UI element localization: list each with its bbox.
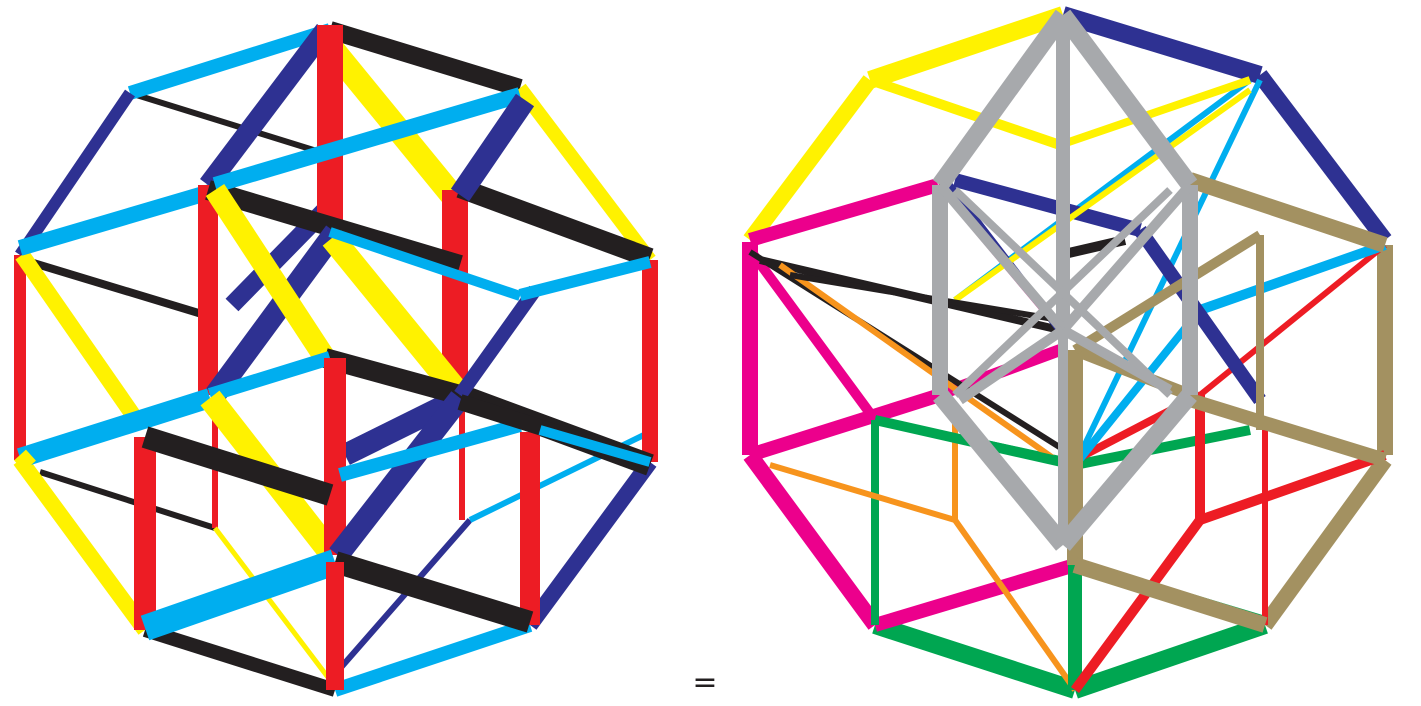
right-edge-khaki bbox=[1075, 565, 1265, 625]
right-edge-navy bbox=[1140, 230, 1260, 400]
left-edge-cyan bbox=[145, 562, 335, 628]
left-edge-yellow bbox=[20, 455, 30, 466]
left-edge-navy bbox=[460, 290, 535, 395]
left-edge-cyan bbox=[520, 262, 650, 295]
right-edge-magenta bbox=[875, 565, 1075, 625]
right-figure bbox=[730, 0, 1421, 706]
left-edge-black bbox=[130, 93, 320, 152]
right-edge-khaki bbox=[1190, 400, 1385, 460]
left-edge-black bbox=[145, 630, 335, 690]
equals-sign: = bbox=[688, 668, 722, 698]
right-edge-green bbox=[875, 625, 1075, 690]
right-edge-red bbox=[1200, 245, 1385, 395]
left-figure bbox=[0, 0, 700, 706]
left-edge-cyan bbox=[335, 625, 530, 690]
left-edge-black bbox=[335, 562, 530, 622]
left-edge-navy bbox=[530, 462, 650, 625]
right-edge-khaki bbox=[1265, 460, 1385, 625]
